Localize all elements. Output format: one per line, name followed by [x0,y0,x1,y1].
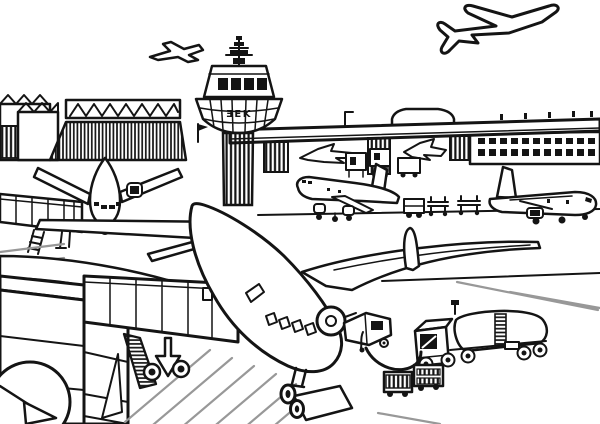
walkway-booths [345,148,421,178]
midground-airplane-left [295,162,401,222]
terminal-windows [478,138,596,159]
tower-sign: ƎEK [226,109,252,120]
jumbo-engine [315,305,347,337]
ground-triangle-marking [101,353,123,419]
service-carts [403,195,481,218]
shed-hatched-wall [48,120,188,162]
apron-edge-line-2 [381,272,600,282]
taxiway-hatch-lines [123,280,600,424]
fuel-service-cart [342,311,393,353]
tank-ladder [494,313,507,347]
radar-dish [0,360,72,424]
jumbo-door [245,283,265,303]
nose-gear [279,366,308,419]
walkway-pole-icon [344,111,354,127]
main-jet-bridge [82,274,240,344]
gear-arrow [142,336,191,382]
baggage-carts [382,363,445,397]
winglet [402,226,421,272]
factory-sheds [0,94,188,162]
control-tower: ƎEK [194,36,284,207]
tower-shaft [221,131,255,207]
frontview-airplane [32,156,184,235]
jumbo-jet-foreground [188,202,358,419]
midground-airplane-right [488,165,598,225]
roof-vents [500,111,593,120]
small-airplane-icon [148,40,205,64]
tower-antenna-icon [225,36,253,67]
takeoff-airplane-icon [436,3,560,55]
jumbo-windows [265,312,317,336]
pennant-icon [198,124,208,131]
fuel-tanker-truck [413,300,549,372]
jumbo-right-wing [300,226,542,292]
terminal-window-building [468,130,600,166]
